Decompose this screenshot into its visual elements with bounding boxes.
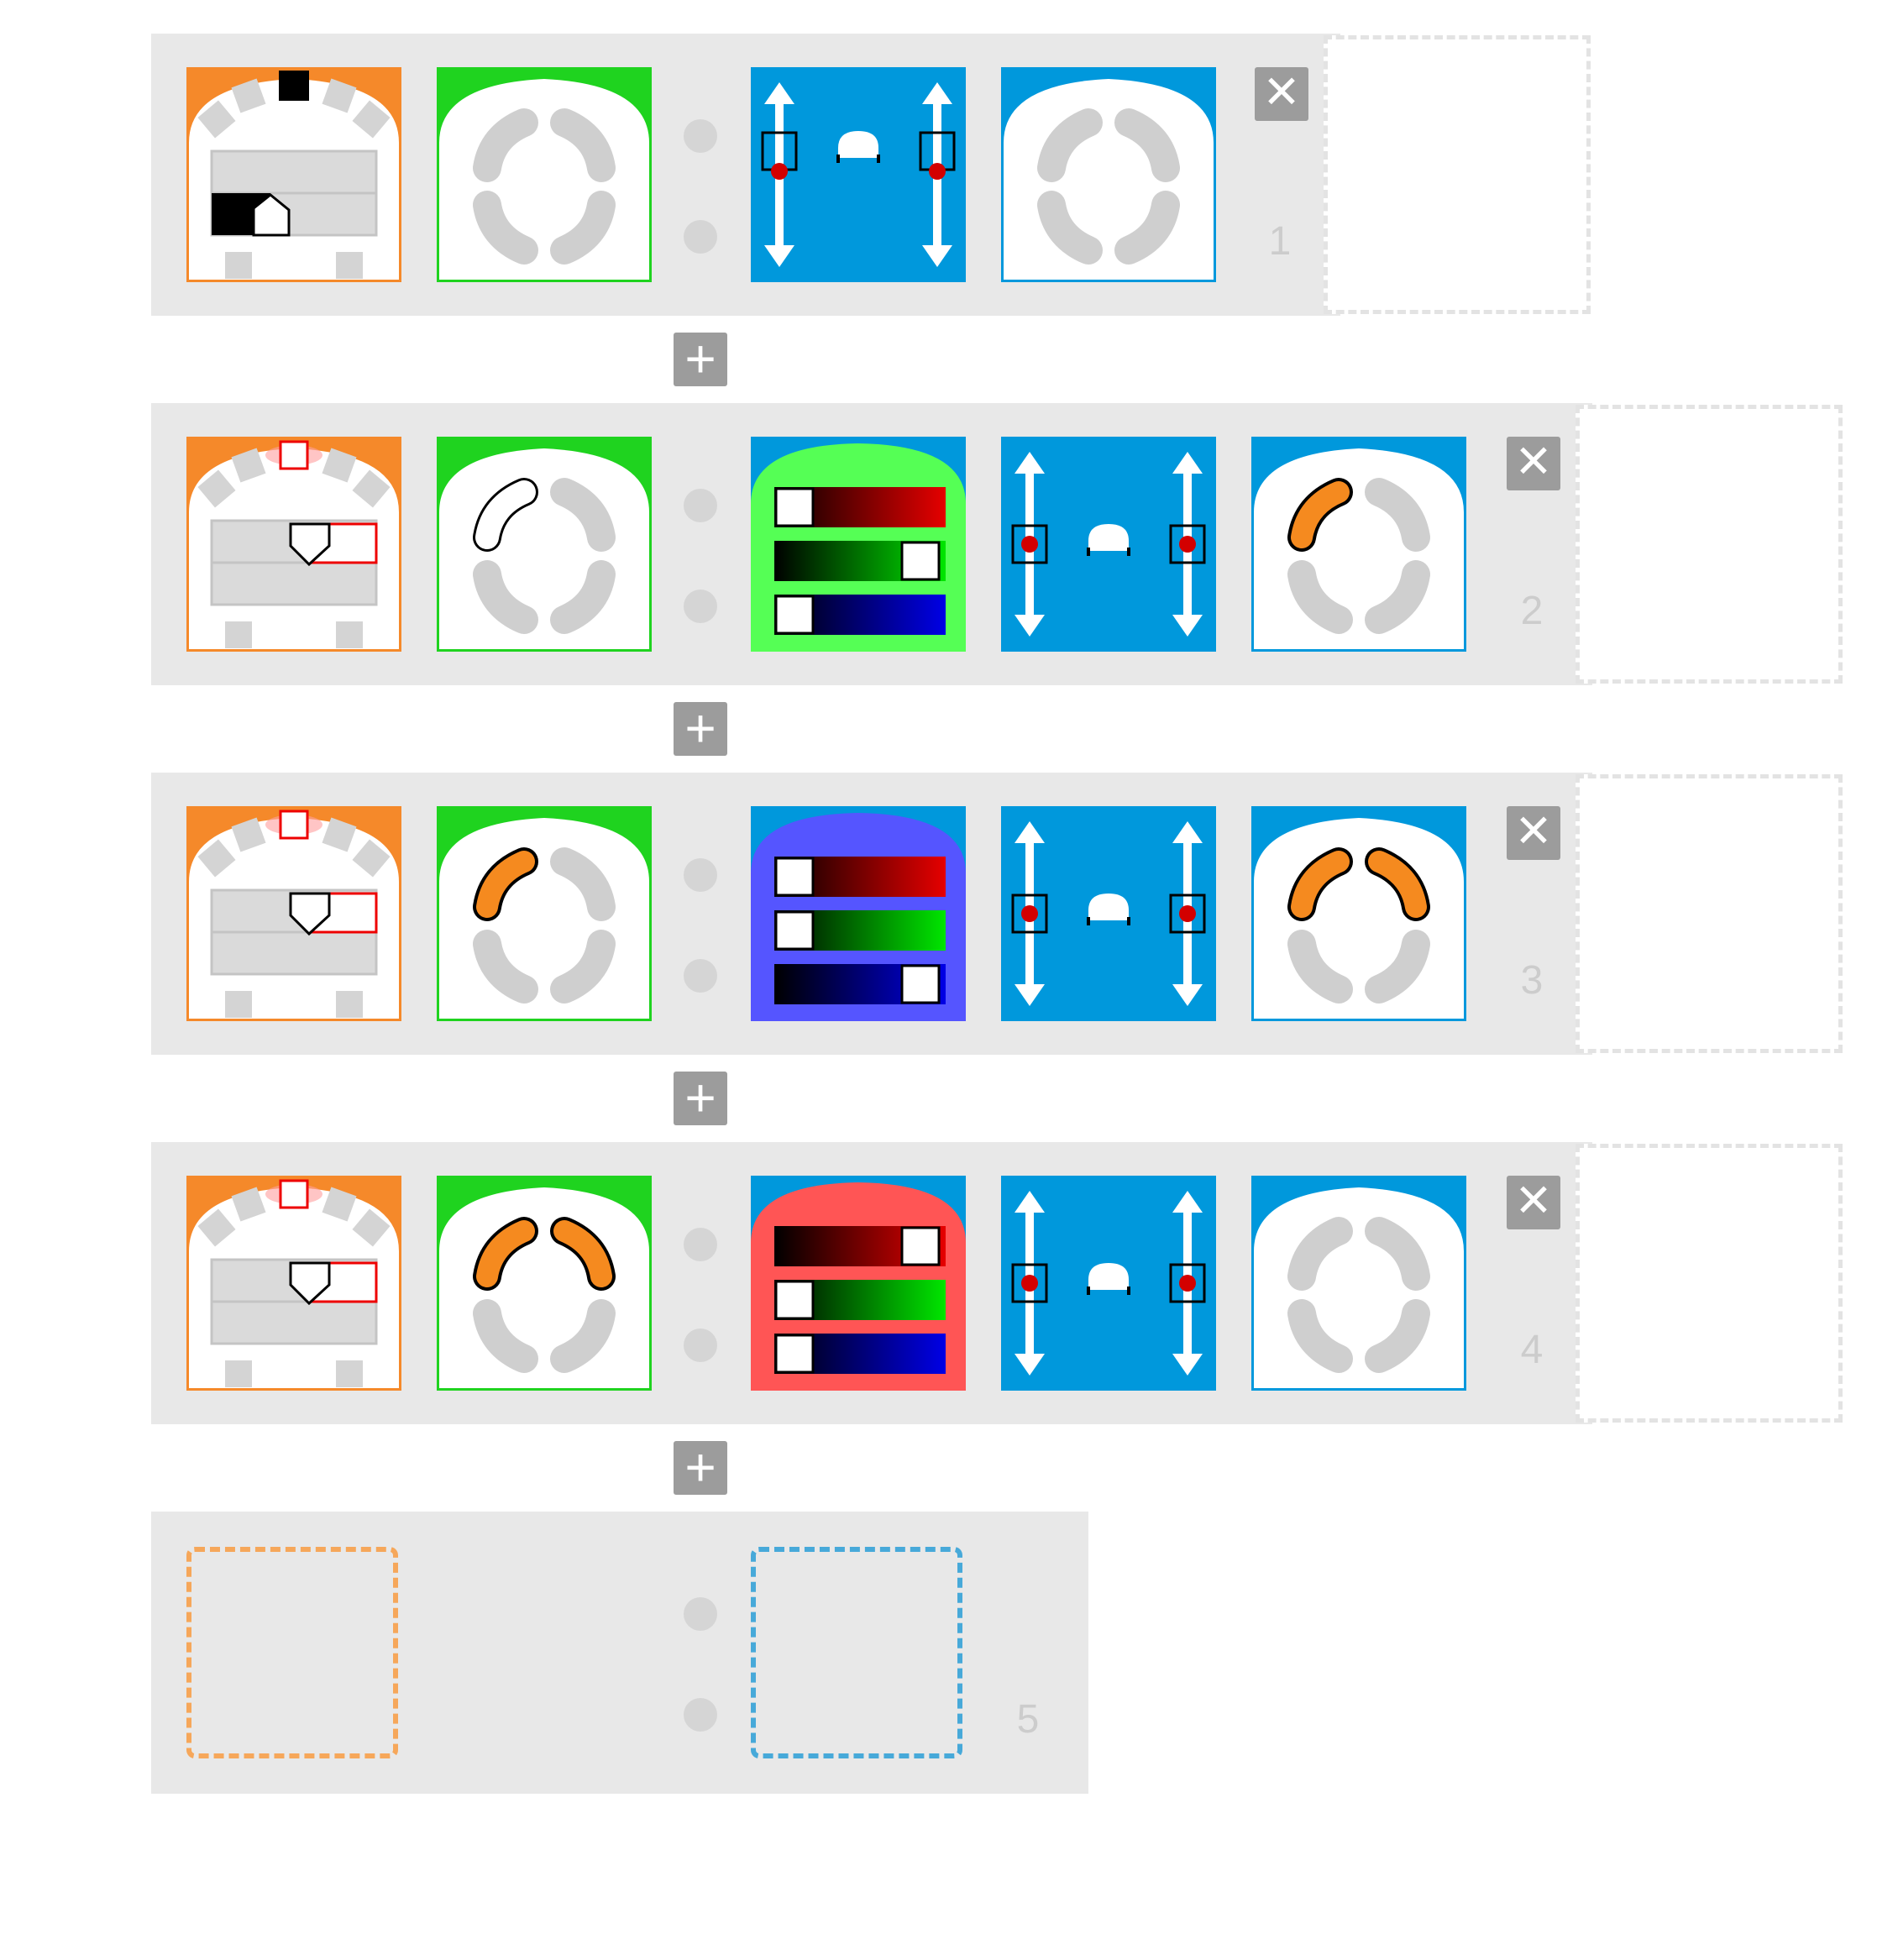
button-condition-tile[interactable] — [437, 1176, 652, 1391]
top-leds-action-tile[interactable] — [1001, 67, 1216, 282]
ground-sensor-event-tile[interactable] — [186, 437, 401, 652]
connector-dot — [684, 1329, 717, 1362]
new-action-drop-slot[interactable] — [1576, 1144, 1843, 1423]
row-number: 3 — [1520, 958, 1544, 1003]
row-number: 4 — [1520, 1328, 1544, 1372]
delete-row-button[interactable]: ✕ — [1507, 437, 1560, 490]
button-condition-tile[interactable] — [437, 437, 652, 652]
top-leds-action-tile[interactable] — [1251, 806, 1466, 1021]
empty-event-slot[interactable] — [186, 1547, 398, 1758]
delete-row-button[interactable]: ✕ — [1255, 67, 1308, 121]
connector-dot — [684, 119, 717, 153]
connector-dot — [684, 489, 717, 522]
ground-sensor-event-tile[interactable] — [186, 806, 401, 1021]
connector-dot — [684, 1698, 717, 1732]
ground-sensor-event-tile[interactable] — [186, 1176, 401, 1391]
button-condition-tile[interactable] — [437, 806, 652, 1021]
button-event-tile[interactable] — [186, 67, 401, 282]
row-number: 2 — [1520, 589, 1544, 633]
top-leds-action-tile[interactable] — [1251, 437, 1466, 652]
motors-action-tile[interactable] — [1001, 437, 1216, 652]
connector-dot — [684, 220, 717, 254]
button-condition-tile[interactable] — [437, 67, 652, 282]
add-row-button[interactable]: + — [674, 701, 727, 756]
motors-action-tile[interactable] — [751, 67, 966, 282]
connector-dot — [684, 959, 717, 993]
motors-action-tile[interactable] — [1001, 1176, 1216, 1391]
new-action-drop-slot[interactable] — [1576, 405, 1843, 684]
connector-dot — [684, 1228, 717, 1261]
rgb-led-action-tile[interactable] — [751, 1176, 966, 1391]
rgb-led-action-tile[interactable] — [751, 437, 966, 652]
connector-dot — [684, 858, 717, 892]
top-leds-action-tile[interactable] — [1251, 1176, 1466, 1391]
connector-dot — [684, 1597, 717, 1631]
motors-action-tile[interactable] — [1001, 806, 1216, 1021]
row-background — [151, 1512, 1088, 1794]
add-row-button[interactable]: + — [674, 1440, 727, 1495]
rgb-led-action-tile[interactable] — [751, 806, 966, 1021]
new-action-drop-slot[interactable] — [1576, 774, 1843, 1053]
delete-row-button[interactable]: ✕ — [1507, 806, 1560, 860]
connector-dot — [684, 590, 717, 623]
add-row-button[interactable]: + — [674, 1071, 727, 1125]
delete-row-button[interactable]: ✕ — [1507, 1176, 1560, 1229]
row-number: 1 — [1268, 219, 1292, 264]
add-row-button[interactable]: + — [674, 332, 727, 386]
new-action-drop-slot[interactable] — [1324, 35, 1591, 314]
empty-action-slot[interactable] — [751, 1547, 962, 1758]
row-number: 5 — [1016, 1697, 1040, 1742]
